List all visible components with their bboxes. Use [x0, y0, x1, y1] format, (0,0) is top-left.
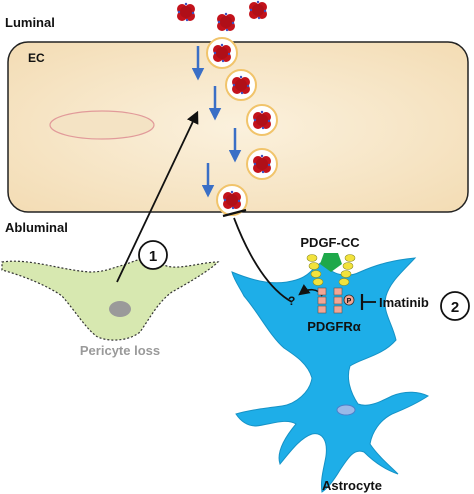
inhibition-bar: [222, 208, 247, 218]
pericyte-loss-label: Pericyte loss: [80, 343, 160, 358]
pdgf-cc-label: PDGF-CC: [300, 235, 360, 250]
pericyte-cell: [1, 257, 220, 341]
step-2-badge: [440, 291, 470, 321]
pdgf-cc-ligand: [306, 253, 356, 286]
luminal-label: Luminal: [5, 15, 55, 30]
vesicle: [225, 69, 257, 101]
pdgfr-alpha-receptor: [317, 287, 343, 314]
imatinib-label: Imatinib: [379, 295, 429, 310]
vesicle: [246, 148, 278, 180]
particle: [217, 12, 235, 32]
abluminal-label: Abluminal: [5, 220, 68, 235]
particle: [249, 0, 267, 20]
vesicle: [216, 184, 248, 216]
nucleus: [49, 110, 155, 140]
step-1-badge: [138, 240, 168, 270]
astrocyte-label: Astrocyte: [322, 478, 382, 493]
pericyte-loss-arrow: [116, 110, 199, 283]
vesicle: [206, 37, 238, 69]
pericyte-nucleus: [109, 301, 131, 317]
step-2-number: 2: [451, 299, 459, 316]
phospho-label: P: [347, 298, 352, 305]
astrocyte-cell: [231, 257, 429, 493]
unknown-mechanism-label: ?: [288, 294, 295, 308]
ec-label: EC: [28, 51, 45, 65]
particle: [177, 2, 195, 22]
astrocyte-nucleus: [336, 404, 356, 416]
pdgfr-alpha-label: PDGFRα: [307, 319, 361, 334]
vesicle: [246, 104, 278, 136]
step-1-number: 1: [149, 248, 157, 265]
phosphorylation-icon: [343, 294, 355, 306]
inhibition-line: [233, 217, 293, 303]
